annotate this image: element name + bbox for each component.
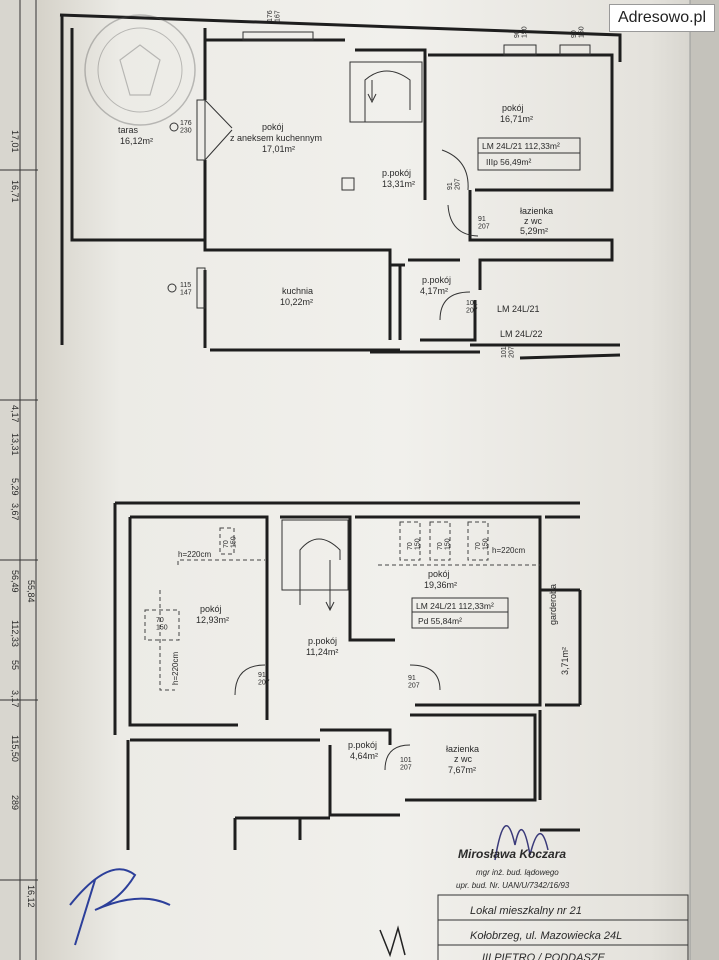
strip-value: 115,50 bbox=[10, 735, 20, 762]
small-pass-area: 4,64m² bbox=[350, 751, 378, 761]
lower-bathroom-name: łazienka bbox=[446, 744, 479, 754]
strip-value: 16,71 bbox=[10, 180, 20, 203]
left-room-area: 12,93m² bbox=[196, 615, 229, 625]
left-room-name: pokój bbox=[200, 604, 222, 614]
dim-door-91a: 91207 bbox=[447, 178, 462, 190]
strip-value: 4,17 bbox=[10, 405, 20, 423]
upper-plan bbox=[59, 13, 622, 360]
left-strip-values: 17,01 16,71 4,17 13,31 5,29 3,67 56,49 5… bbox=[10, 130, 36, 908]
strip-value: 3,17 bbox=[10, 690, 20, 708]
dim-window: 70150 bbox=[223, 536, 238, 548]
handwritten-signature bbox=[69, 868, 171, 946]
kitchenette-name: pokój bbox=[262, 122, 284, 132]
strip-value: 16,12 bbox=[26, 885, 36, 908]
strip-value: 55,84 bbox=[26, 580, 36, 603]
strip-value: 3,67 bbox=[10, 503, 20, 521]
lm21-label: LM 24L/21 bbox=[497, 304, 540, 314]
middle-pass-area: 11,24m² bbox=[306, 647, 338, 657]
stamp-seal bbox=[84, 14, 196, 126]
watermark-logo: Adresowo.pl bbox=[608, 4, 715, 32]
title-line3: III PIĘTRO / PODDASZE bbox=[482, 952, 606, 960]
dim-window: 70150 bbox=[407, 538, 422, 550]
height-label: h=220cm bbox=[492, 546, 525, 555]
room-right-area: 16,71m² bbox=[500, 114, 533, 124]
strip-value: 55 bbox=[10, 660, 20, 670]
dim-window-top: 176167 bbox=[267, 10, 282, 22]
taras-name: taras bbox=[118, 125, 139, 135]
title-block: Lokal mieszkalny nr 21 Kołobrzeg, ul. Ma… bbox=[437, 894, 689, 960]
dim-window-right1: 90150 bbox=[514, 26, 529, 38]
architect-title: mgr inż. bud. lądowego bbox=[476, 868, 559, 877]
lower-bathroom-area: 7,67m² bbox=[448, 765, 476, 775]
lm22-label: LM 24L/22 bbox=[500, 329, 543, 339]
lower-room-labels: pokój 12,93m² p.pokój 11,24m² pokój 19,3… bbox=[171, 546, 570, 775]
height-label: h=220cm bbox=[171, 652, 180, 685]
architect-signature: Mirosława Koczara mgr inż. bud. lądowego… bbox=[69, 824, 570, 958]
lower-info-line1: LM 24L/21 112,33m² bbox=[416, 601, 494, 611]
dim-window: 70150 bbox=[475, 538, 490, 550]
upper-info-line2: IIIp 56,49m² bbox=[486, 157, 532, 167]
upper-info-line1: LM 24L/21 112,33m² bbox=[482, 141, 560, 151]
small-pass-name: p.pokój bbox=[348, 740, 377, 750]
height-label: h=220cm bbox=[178, 550, 211, 559]
lower-plan bbox=[113, 501, 582, 850]
strip-value: 289 bbox=[10, 795, 20, 810]
pass-room-name: p.pokój bbox=[382, 168, 411, 178]
hall-name: p.pokój bbox=[422, 275, 451, 285]
strip-value: 13,31 bbox=[10, 433, 20, 456]
upper-info-box bbox=[477, 137, 581, 171]
taras-area: 16,12m² bbox=[120, 136, 153, 146]
bathroom-name: łazienka bbox=[520, 206, 553, 216]
dim-door-101b: 101207 bbox=[501, 346, 516, 358]
wardrobe-area: 3,71m² bbox=[560, 647, 570, 675]
big-room-area: 19,36m² bbox=[424, 580, 457, 590]
strip-value: 5,29 bbox=[10, 478, 20, 496]
big-room-name: pokój bbox=[428, 569, 450, 579]
dim-window-right2: 90150 bbox=[571, 26, 586, 38]
hall-area: 4,17m² bbox=[420, 286, 448, 296]
title-line2: Kołobrzeg, ul. Mazowiecka 24L bbox=[470, 930, 622, 942]
strip-value: 17,01 bbox=[10, 130, 20, 153]
upper-room-labels: taras 16,12m² pokój z aneksem kuchennym … bbox=[118, 103, 560, 339]
lower-info-line2: Pd 55,84m² bbox=[418, 616, 462, 626]
lower-info-box bbox=[411, 597, 509, 629]
strip-value: 112,33 bbox=[10, 620, 20, 647]
title-line1: Lokal mieszkalny nr 21 bbox=[470, 905, 582, 917]
kitchen-name: kuchnia bbox=[282, 286, 313, 296]
kitchen-area: 10,22m² bbox=[280, 297, 313, 307]
kitchenette-area: 17,01m² bbox=[262, 144, 295, 154]
lower-bathroom-name-2: z wc bbox=[454, 754, 473, 764]
room-right-name: pokój bbox=[502, 103, 524, 113]
strip-value: 56,49 bbox=[10, 570, 20, 593]
bathroom-name-2: z wc bbox=[524, 216, 543, 226]
architect-name: Mirosława Koczara bbox=[458, 847, 566, 861]
dim-window: 70150 bbox=[437, 538, 452, 550]
pass-room-area: 13,31m² bbox=[382, 179, 415, 189]
wardrobe-name: garderoba bbox=[548, 584, 558, 625]
middle-pass-name: p.pokój bbox=[308, 636, 337, 646]
bathroom-area: 5,29m² bbox=[520, 226, 548, 236]
kitchenette-name-2: z aneksem kuchennym bbox=[230, 133, 322, 143]
architect-license: upr. bud. Nr. UAN/U/7342/16/93 bbox=[456, 881, 570, 890]
paper-edge bbox=[690, 0, 719, 960]
left-table-strip bbox=[0, 0, 38, 960]
